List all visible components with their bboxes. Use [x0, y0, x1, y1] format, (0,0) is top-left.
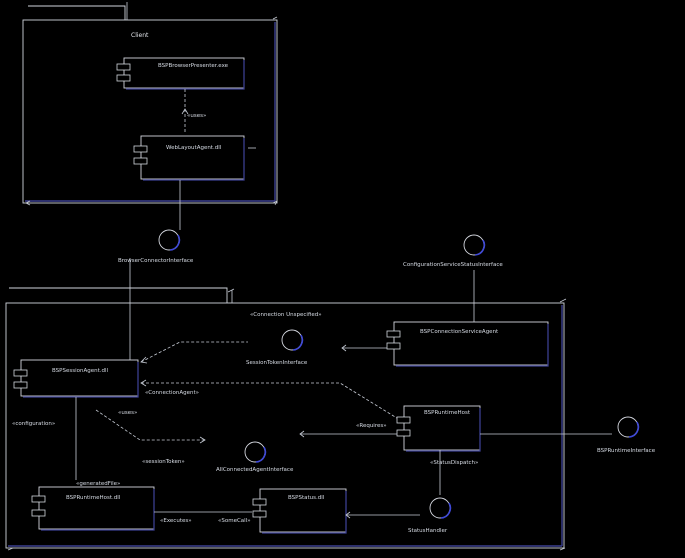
interface-label: BSPRuntimeInterface — [597, 448, 656, 454]
corner-handle-icon — [559, 547, 566, 551]
corner-handle-icon — [25, 200, 31, 206]
corner-handle-icon — [7, 547, 14, 551]
interface-session-token[interactable]: SessionTokenInterface «Connection Unspec… — [246, 312, 322, 366]
interface-status-handler[interactable]: StatusHandler — [408, 497, 452, 534]
arrow-head-icon — [181, 108, 189, 115]
arrow-head-icon — [140, 379, 147, 387]
runtime-package[interactable] — [5, 287, 567, 551]
component-label: BSPConnectionServiceAgent — [420, 329, 499, 335]
interface-label: BrowserConnectorInterface — [118, 258, 194, 264]
port-label: «Executes» — [160, 518, 192, 524]
component-session-agent[interactable]: BSPSessionAgent.dll «configuration» — [12, 359, 139, 427]
component-web-layout[interactable]: WebLayoutAgent.dll — [133, 135, 256, 181]
port-label: «SomeCall» — [218, 518, 251, 524]
dependency-label: «uses» — [187, 113, 206, 119]
component-note: «configuration» — [12, 421, 55, 427]
arrow-head-icon — [299, 430, 305, 438]
component-connection-service[interactable]: BSPConnectionServiceAgent — [386, 321, 549, 367]
arrow-head-icon — [345, 511, 351, 519]
corner-handle-icon — [559, 298, 567, 303]
arrow-head-icon — [140, 356, 148, 364]
arrow-head-icon — [341, 344, 347, 352]
corner-handle-icon — [227, 288, 235, 293]
component-status-dll[interactable]: BSPStatus.dll — [252, 488, 347, 534]
client-package[interactable]: Client — [22, 2, 278, 206]
interface-browser-connector[interactable]: BrowserConnectorInterface — [118, 229, 194, 264]
component-note: «generatedFile» — [76, 481, 120, 487]
interface-stereotype: «Connection Unspecified» — [250, 312, 322, 318]
interface-label: SessionTokenInterface — [246, 360, 308, 366]
component-label: WebLayoutAgent.dll — [166, 145, 222, 151]
arrow-head-icon — [199, 436, 206, 444]
interface-bsp-runtime[interactable]: BSPRuntimeInterface — [597, 416, 656, 454]
dependency-label: «ConnectionAgent» — [145, 390, 199, 396]
interface-label: ConfigurationServiceStatusInterface — [403, 262, 503, 268]
corner-handle-icon — [272, 200, 278, 206]
corner-handle-icon — [272, 16, 278, 20]
component-runtime-host[interactable]: BSPRuntimeHost «Requires» — [356, 405, 481, 452]
interface-label: AllConnectedAgentInterface — [216, 467, 294, 473]
component-label: BSPRuntimeHost.dll — [66, 495, 121, 501]
dependency-label: «sessionToken» — [142, 459, 185, 465]
component-label: BSPSessionAgent.dll — [52, 368, 109, 374]
client-package-title: Client — [131, 32, 149, 39]
interface-config-status[interactable]: ConfigurationServiceStatusInterface — [403, 234, 503, 268]
component-runtime-host-dll[interactable]: BSPRuntimeHost.dll «generatedFile» — [31, 481, 155, 531]
component-browser-presenter[interactable]: BSPBrowserPresenter.exe — [116, 57, 245, 90]
port-label: «StatusDispatch» — [430, 460, 478, 466]
port-label: «Requires» — [356, 423, 387, 429]
component-label: BSPBrowserPresenter.exe — [158, 63, 229, 69]
dependency-label: «uses» — [118, 410, 137, 416]
component-label: BSPRuntimeHost — [424, 410, 471, 416]
component-label: BSPStatus.dll — [288, 495, 325, 501]
interface-label: StatusHandler — [408, 528, 448, 534]
interface-all-connected[interactable]: AllConnectedAgentInterface — [216, 441, 294, 473]
